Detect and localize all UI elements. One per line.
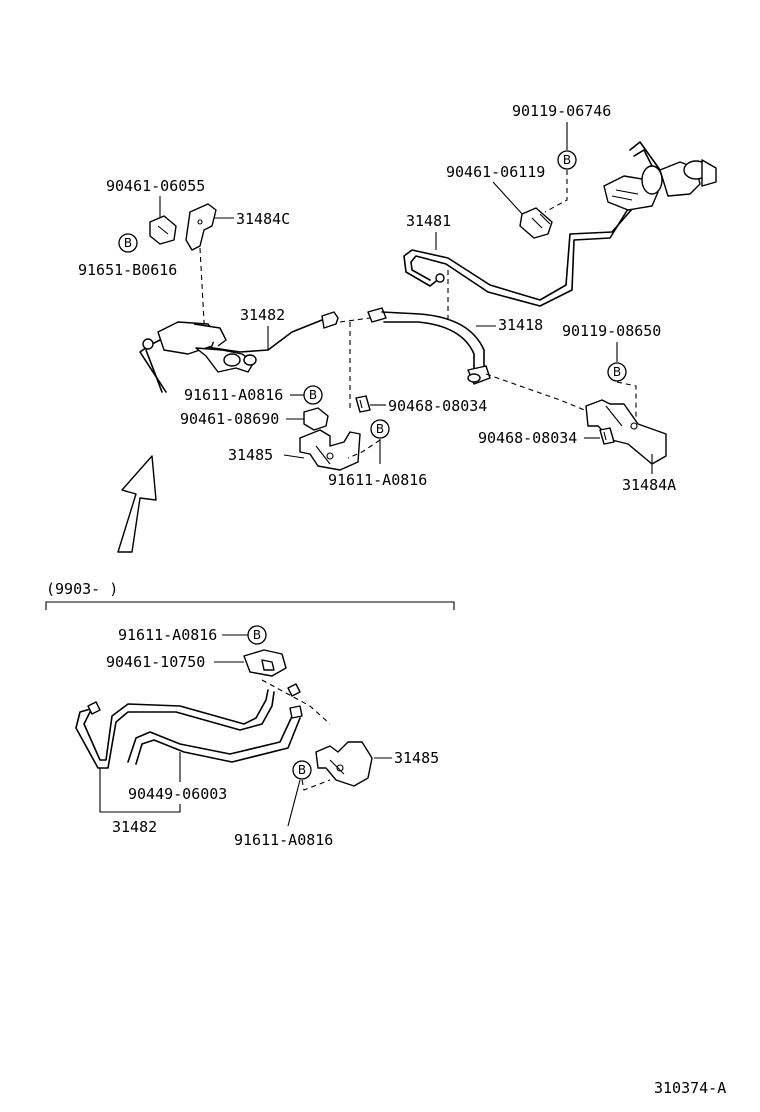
pipe-31482-variant xyxy=(75,683,303,769)
callout-91651-B0616: 91651-B0616 xyxy=(78,261,177,279)
svg-text:B: B xyxy=(309,388,317,402)
bracket-31485-upper xyxy=(299,429,361,471)
svg-text:B: B xyxy=(376,422,384,436)
clip-90468-08034-mid xyxy=(355,395,371,413)
callout-90461-10750: 90461-10750 xyxy=(106,653,205,671)
figure-number: 310374-A xyxy=(654,1079,726,1097)
svg-text:B: B xyxy=(124,236,132,250)
callout-90449-06003: 90449-06003 xyxy=(128,785,227,803)
bracket-31484C xyxy=(185,203,217,251)
connector-top-right xyxy=(603,159,717,211)
callout-90468-08034-mid: 90468-08034 xyxy=(388,397,487,415)
callout-90468-08034-right: 90468-08034 xyxy=(478,429,577,447)
callout-31482-variant: 31482 xyxy=(112,818,157,836)
hose-31418 xyxy=(367,307,491,385)
callout-91611-A0816-lower: 91611-A0816 xyxy=(328,471,427,489)
callout-31485-variant: 31485 xyxy=(394,749,439,767)
callout-31484A: 31484A xyxy=(622,476,676,494)
b-marker xyxy=(292,760,312,780)
svg-text:B: B xyxy=(253,628,261,642)
b-marker xyxy=(118,233,138,253)
clamp-90461-10750 xyxy=(243,649,287,677)
callout-31482: 31482 xyxy=(240,306,285,324)
callout-31481: 31481 xyxy=(406,212,451,230)
variant-header: (9903- ) xyxy=(46,580,118,598)
bracket-31485-variant xyxy=(315,741,373,787)
b-marker xyxy=(370,419,390,439)
svg-text:B: B xyxy=(613,365,621,379)
clamp-90461-06119 xyxy=(519,207,553,239)
clamp-90461-06055 xyxy=(149,215,177,245)
b-marker xyxy=(247,625,267,645)
callout-91611-A0816-variant-top: 91611-A0816 xyxy=(118,626,217,644)
callout-90119-08650: 90119-08650 xyxy=(562,322,661,340)
callout-90461-06055: 90461-06055 xyxy=(106,177,205,195)
svg-text:B: B xyxy=(563,153,571,167)
clip-90468-08034-right xyxy=(599,427,615,445)
callout-90119-06746: 90119-06746 xyxy=(512,102,611,120)
upper-assembly: 90119-06746 B 90461-06119 31481 xyxy=(78,102,717,553)
callout-31485-upper: 31485 xyxy=(228,446,273,464)
b-marker xyxy=(557,150,577,170)
svg-text:B: B xyxy=(298,763,306,777)
b-marker xyxy=(303,385,323,405)
callout-31418: 31418 xyxy=(498,316,543,334)
callout-91611-A0816-variant-bottom: 91611-A0816 xyxy=(234,831,333,849)
callout-91611-A0816-upper: 91611-A0816 xyxy=(184,386,283,404)
pipe-31482-upper xyxy=(139,311,339,393)
callout-90461-08690: 90461-08690 xyxy=(180,410,279,428)
clamp-90461-08690 xyxy=(303,407,329,431)
callout-31484C: 31484C xyxy=(236,210,290,228)
callout-90461-06119: 90461-06119 xyxy=(446,163,545,181)
bracket-31484A xyxy=(585,399,667,465)
b-marker xyxy=(607,362,627,382)
variant-section: (9903- ) 91611-A0816 B 90461-10750 90449… xyxy=(45,580,455,849)
direction-arrow xyxy=(117,455,157,553)
